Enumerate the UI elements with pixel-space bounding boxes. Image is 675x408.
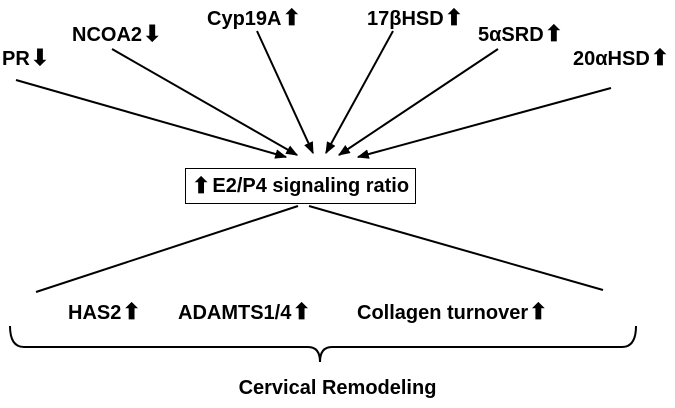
diverge-left xyxy=(35,205,299,293)
input-pr-label: PR xyxy=(2,48,30,70)
input-cyp19a: Cyp19A⬆ xyxy=(207,6,301,31)
output-collagen: Collagen turnover⬆ xyxy=(357,300,548,325)
input-pr: PR⬇ xyxy=(2,46,49,71)
input-17bhsd-label: 17βHSD xyxy=(367,8,444,30)
arrow-up-icon: ⬆ xyxy=(544,21,564,46)
input-ncoa2: NCOA2⬇ xyxy=(72,22,161,47)
output-has2: HAS2⬆ xyxy=(68,300,141,325)
arrow-5asrd xyxy=(338,48,499,156)
input-17bhsd: 17βHSD⬆ xyxy=(367,6,463,31)
input-20ahsd-label: 20αHSD xyxy=(573,48,650,70)
output-has2-label: HAS2 xyxy=(68,302,122,324)
input-5asrd: 5αSRD⬆ xyxy=(478,22,563,47)
arrow-up-icon: ⬆ xyxy=(292,299,311,324)
arrow-20ahsd xyxy=(356,87,612,159)
input-ncoa2-label: NCOA2 xyxy=(72,24,143,46)
center-label: E2/P4 signaling ratio xyxy=(212,174,410,197)
output-adamts: ADAMTS1/4⬆ xyxy=(178,300,311,325)
input-5asrd-label: 5αSRD xyxy=(478,24,544,46)
footer-label: Cervical Remodeling xyxy=(238,377,437,399)
arrow-down-icon: ⬇ xyxy=(30,45,50,70)
arrow-17bhsd xyxy=(325,30,394,155)
center-box: ⬆E2/P4 signaling ratio xyxy=(185,168,416,204)
input-cyp19a-label: Cyp19A xyxy=(207,8,282,30)
arrow-up-icon: ⬆ xyxy=(529,299,548,324)
output-adamts-label: ADAMTS1/4 xyxy=(178,302,292,324)
output-collagen-label: Collagen turnover xyxy=(357,302,529,324)
input-20ahsd: 20αHSD⬆ xyxy=(573,46,669,71)
arrow-ncoa2 xyxy=(111,48,299,156)
grouping-brace xyxy=(9,325,637,363)
arrow-up-icon: ⬆ xyxy=(444,5,464,30)
arrow-up-icon: ⬆ xyxy=(191,173,211,198)
arrow-down-icon: ⬇ xyxy=(143,21,162,46)
arrow-up-icon: ⬆ xyxy=(122,299,141,324)
arrow-up-icon: ⬆ xyxy=(650,45,670,70)
diverge-right xyxy=(308,205,604,291)
arrow-pr xyxy=(15,79,288,159)
arrow-up-icon: ⬆ xyxy=(282,5,301,30)
arrow-cyp19a xyxy=(256,30,314,155)
